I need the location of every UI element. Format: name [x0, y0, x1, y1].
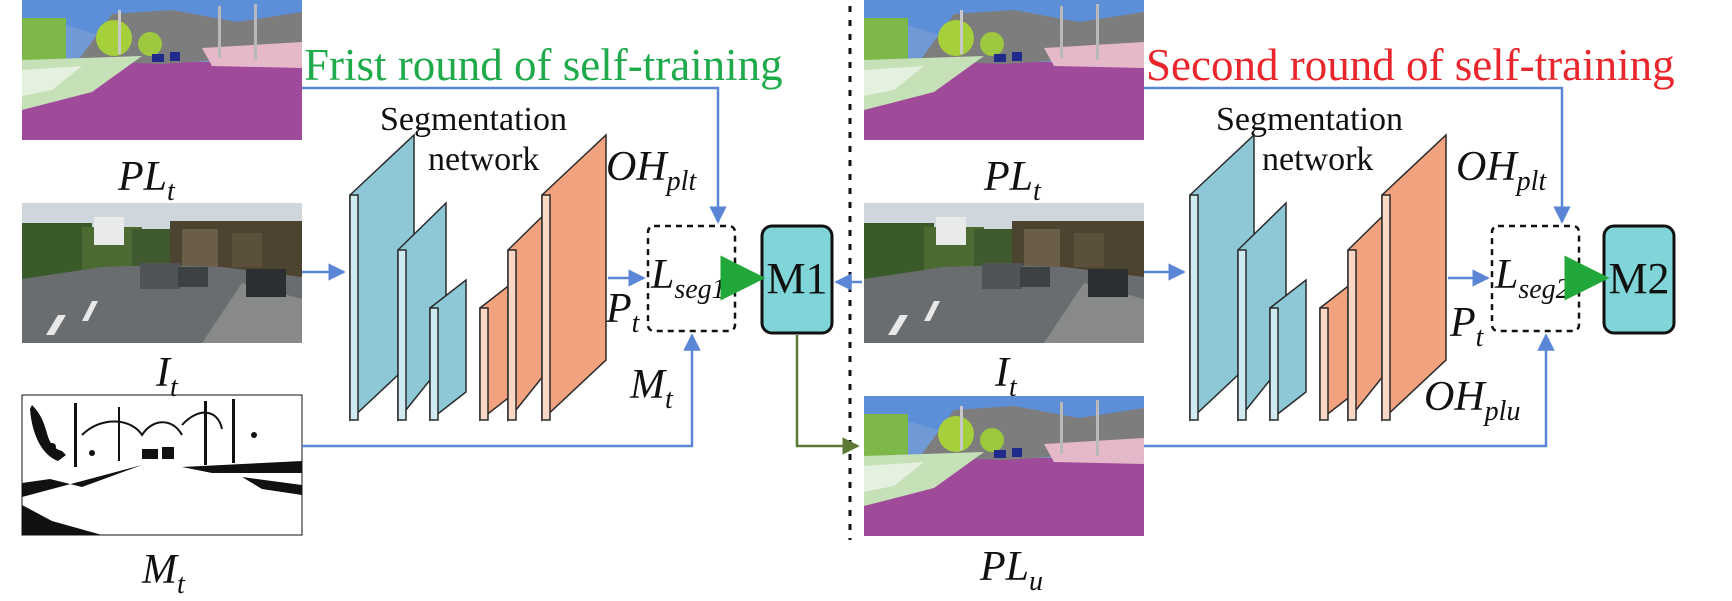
- m2-label: M2: [1608, 254, 1669, 303]
- pl-t-image-left: [22, 0, 302, 140]
- oh-plt-label-left: OHplt: [606, 144, 697, 197]
- m-t-image-left: [21, 394, 303, 536]
- second-round-title: Second round of self-training: [1146, 40, 1675, 90]
- p-t-label-right: Pt: [1449, 300, 1485, 353]
- i-t-image-left: [22, 203, 302, 343]
- encoder-right: [1189, 133, 1307, 423]
- arrows-right: [834, 86, 1571, 448]
- m1-to-pl-u-arrow: [795, 335, 860, 455]
- pl-t-label-right: PLt: [983, 154, 1042, 207]
- network-label-line1-left: Segmentation: [380, 101, 567, 138]
- pl-t-image-right: [864, 0, 1144, 140]
- oh-plt-label-right: OHplt: [1456, 144, 1547, 197]
- mask-border: [21, 394, 303, 536]
- first-round-title: Frist round of self-training: [304, 40, 783, 90]
- i-t-label-left: It: [155, 350, 179, 403]
- network-label-line1-right: Segmentation: [1216, 101, 1403, 138]
- l-seg1-label: Lseg1: [650, 252, 726, 305]
- p-t-label-left: Pt: [605, 286, 641, 339]
- pl-t-label-left: PLt: [117, 154, 176, 207]
- decoder-left: [479, 133, 607, 423]
- m1-label: M1: [766, 254, 827, 303]
- m-t-label-left: Mt: [141, 547, 186, 600]
- network-label-line2-right: network: [1262, 141, 1373, 178]
- arrows-left: [302, 86, 727, 448]
- loss-box-left: [646, 224, 737, 333]
- encoder-left: [349, 133, 467, 423]
- network-label-line2-left: network: [428, 141, 539, 178]
- i-t-label-right: It: [994, 350, 1018, 403]
- oh-plu-label: OHplu: [1424, 374, 1520, 427]
- pl-u-label: PLu: [979, 544, 1043, 597]
- i-t-image-right: [864, 203, 1144, 343]
- l-seg2-label: Lseg2: [1494, 252, 1570, 305]
- m-t-label-mid: Mt: [629, 362, 674, 415]
- pl-u-image: [864, 396, 1144, 536]
- loss-box-right: [1490, 224, 1581, 333]
- decoder-right: [1319, 133, 1447, 423]
